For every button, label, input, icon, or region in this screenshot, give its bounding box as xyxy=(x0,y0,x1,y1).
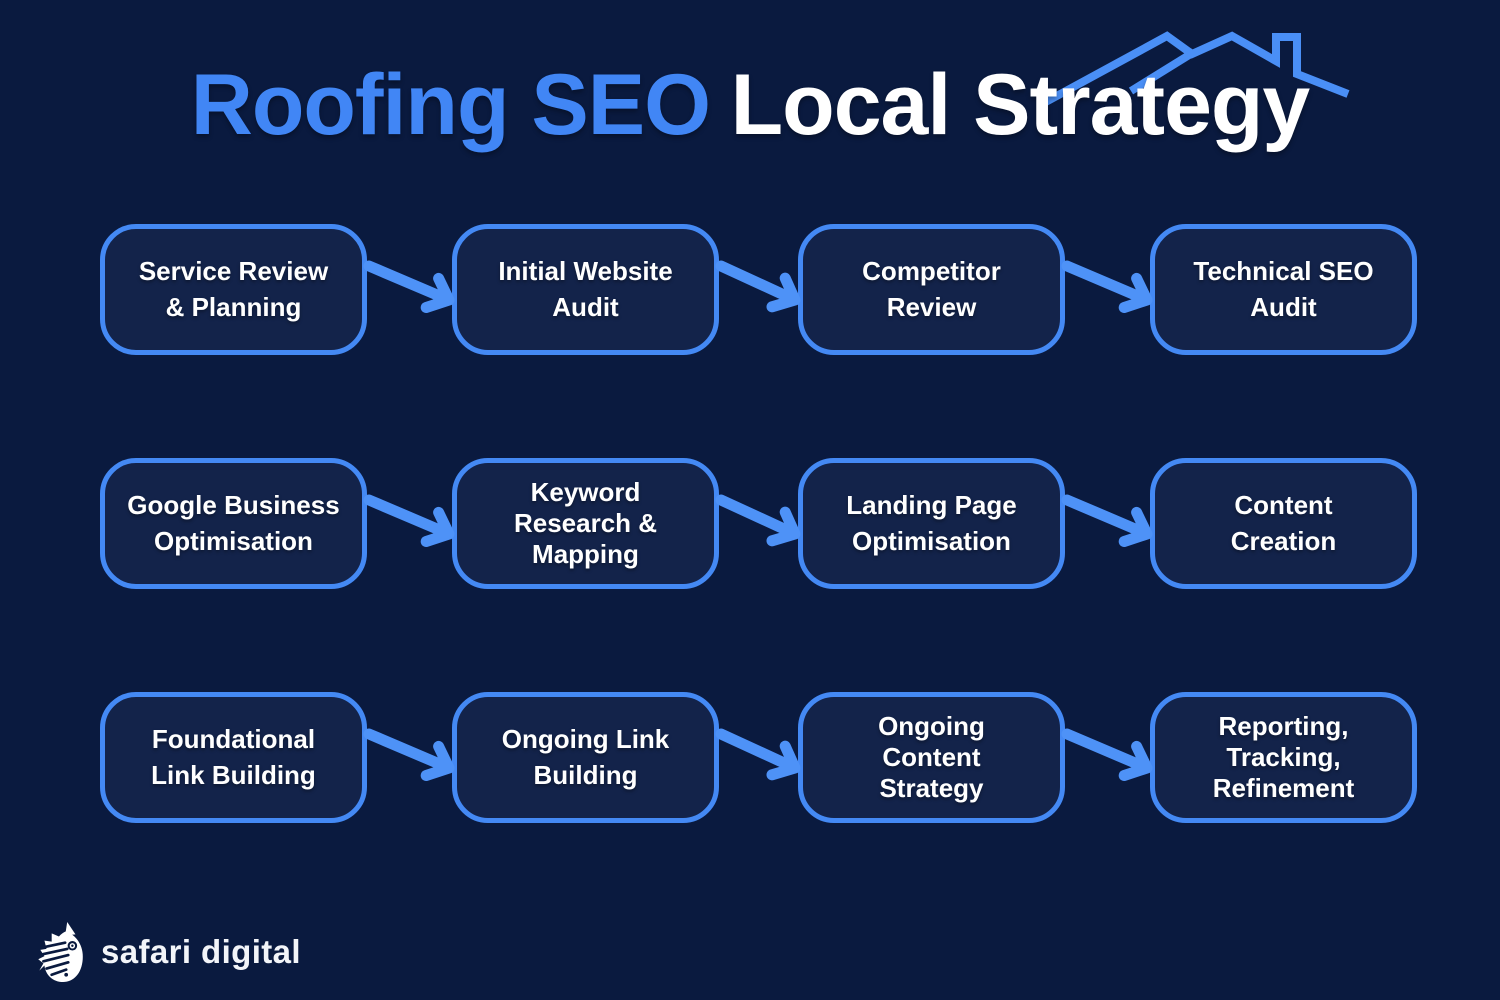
step-box-ongoing-content-strategy: Ongoing Content Strategy xyxy=(798,692,1065,823)
flow-arrow xyxy=(363,494,455,547)
step-label: Initial Website Audit xyxy=(498,255,673,322)
step-label: Service Review & Planning xyxy=(138,255,329,322)
step-label: Google Business Optimisation xyxy=(127,489,340,556)
step-box-technical-seo-audit: Technical SEO Audit xyxy=(1150,224,1417,355)
step-box-reporting-tracking-refinement: Reporting, Tracking, Refinement xyxy=(1150,692,1417,823)
brand-name: safari digital xyxy=(101,933,301,970)
step-label: Ongoing Content Strategy xyxy=(878,710,985,804)
brand-logo: safari digital xyxy=(36,922,301,982)
zebra-logo-icon xyxy=(38,922,83,982)
flow-arrow xyxy=(715,260,801,313)
flow-arrow xyxy=(1061,728,1153,781)
step-box-landing-page-optimisation: Landing Page Optimisation xyxy=(798,458,1065,589)
step-box-foundational-link-building: Foundational Link Building xyxy=(100,692,367,823)
step-label: Ongoing Link Building xyxy=(501,723,670,790)
flow-arrow xyxy=(1061,494,1153,547)
title-highlight: Roofing SEO xyxy=(190,57,711,153)
step-box-service-review-planning: Service Review & Planning xyxy=(100,224,367,355)
flow-arrow xyxy=(363,260,455,313)
flow-arrow xyxy=(715,728,801,781)
flow-arrow xyxy=(363,728,455,781)
title-rest: Local Strategy xyxy=(730,57,1311,153)
step-box-ongoing-link-building: Ongoing Link Building xyxy=(452,692,719,823)
step-box-competitor-review: Competitor Review xyxy=(798,224,1065,355)
step-label: Keyword Research & Mapping xyxy=(513,476,658,570)
step-box-keyword-research-mapping: Keyword Research & Mapping xyxy=(452,458,719,589)
step-box-google-business-optimisation: Google Business Optimisation xyxy=(100,458,367,589)
step-box-content-creation: Content Creation xyxy=(1150,458,1417,589)
step-label: Landing Page Optimisation xyxy=(846,489,1017,556)
step-label: Competitor Review xyxy=(862,255,1001,322)
step-label: Foundational Link Building xyxy=(151,723,316,790)
step-label: Reporting, Tracking, Refinement xyxy=(1212,710,1355,804)
step-label: Content Creation xyxy=(1230,489,1337,556)
flow-arrow xyxy=(715,494,801,547)
step-label: Technical SEO Audit xyxy=(1193,255,1374,322)
step-box-initial-website-audit: Initial Website Audit xyxy=(452,224,719,355)
flow-arrow xyxy=(1061,260,1153,313)
